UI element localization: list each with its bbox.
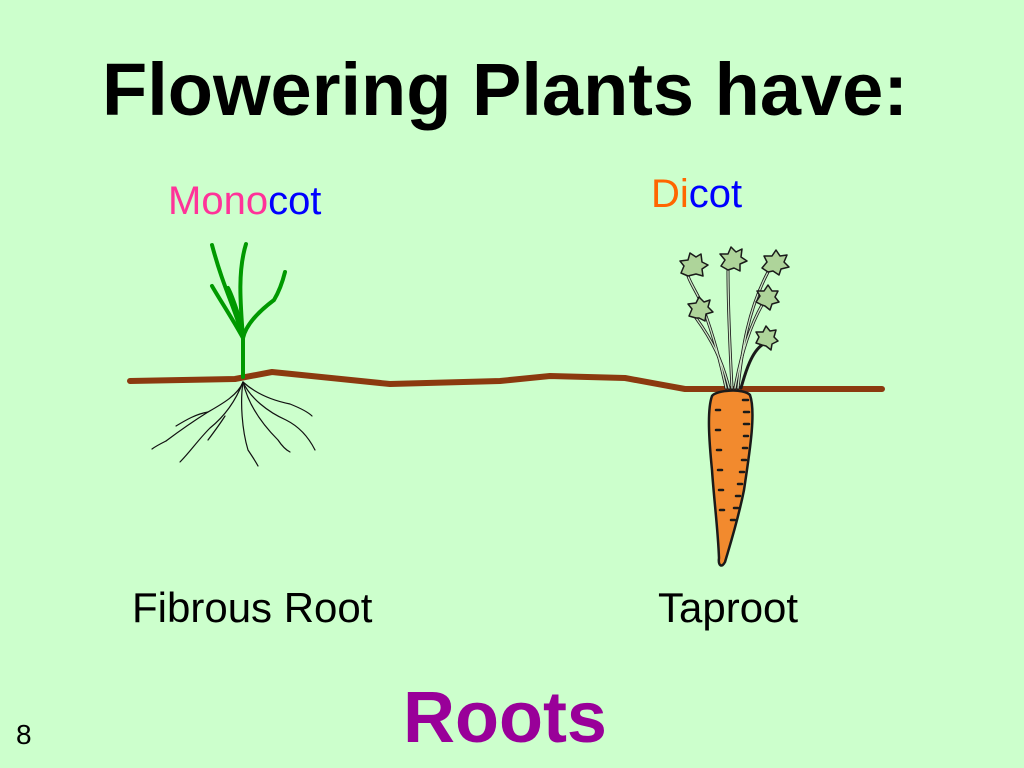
monocot-prefix: Mono [168,179,269,223]
monocot-suffix: cot [268,179,322,223]
carrot-root [707,389,754,567]
dicot-prefix: Di [651,172,689,216]
dicot-suffix: cot [688,172,743,216]
roots-heading: Roots [403,678,607,758]
monocot-plant-icon [210,242,287,379]
monocot-label: Monocot [168,178,321,224]
soil-line [127,369,885,392]
dicot-label: Dicot [651,171,742,217]
fibrous-roots [151,381,316,467]
slide-title: Flowering Plants have: [102,48,908,131]
page-number: 8 [16,719,32,750]
taproot-label: Taproot [658,584,799,631]
dicot-plant-icon [679,246,790,567]
fibrous-root-label: Fibrous Root [132,584,373,631]
